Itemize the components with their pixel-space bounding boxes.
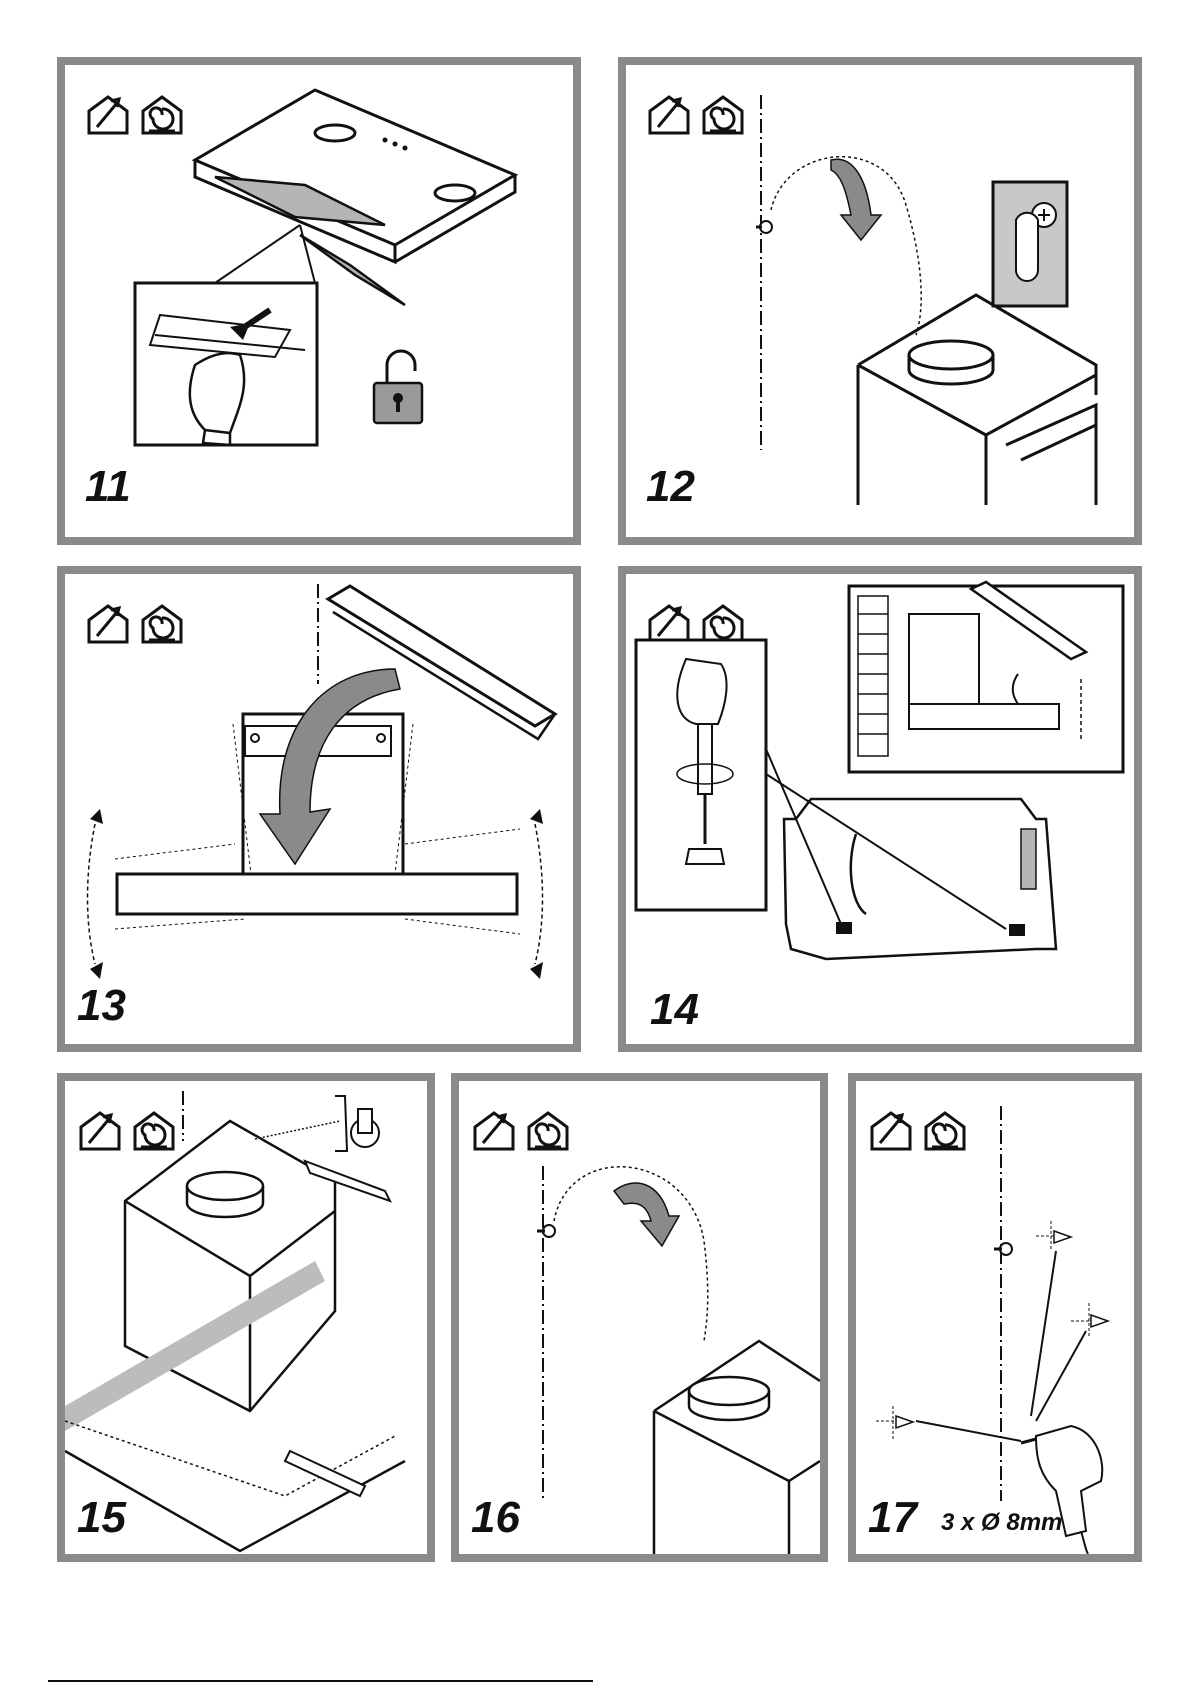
step-15-panel: 15 [57,1073,435,1562]
filter-removal-illustration [65,65,573,537]
footer-rule [48,1680,593,1682]
step-number: 15 [77,1496,126,1540]
step-12-panel: 12 [618,57,1142,545]
step-11-panel: 11 [57,57,581,545]
step-number: 17 [868,1496,917,1540]
step-number: 16 [471,1496,520,1540]
step-13-panel: 13 [57,566,581,1052]
hang-hood-on-screw-illustration [626,65,1134,537]
mark-drill-holes-illustration [65,1081,427,1554]
step-14-panel: 14 [618,566,1142,1052]
adjust-screws-illustration [626,574,1134,1044]
drill-spec-label: 3 x Ø 8mm [941,1509,1062,1537]
step-16-panel: 16 [451,1073,828,1562]
level-hood-illustration [65,574,573,1044]
drill-holes-illustration [856,1081,1134,1554]
step-number: 11 [85,465,131,509]
step-17-panel: 17 3 x Ø 8mm [848,1073,1142,1562]
step-number: 14 [650,988,699,1032]
step-number: 12 [646,465,695,509]
step-number: 13 [77,984,126,1028]
hang-hood-illustration [459,1081,820,1554]
